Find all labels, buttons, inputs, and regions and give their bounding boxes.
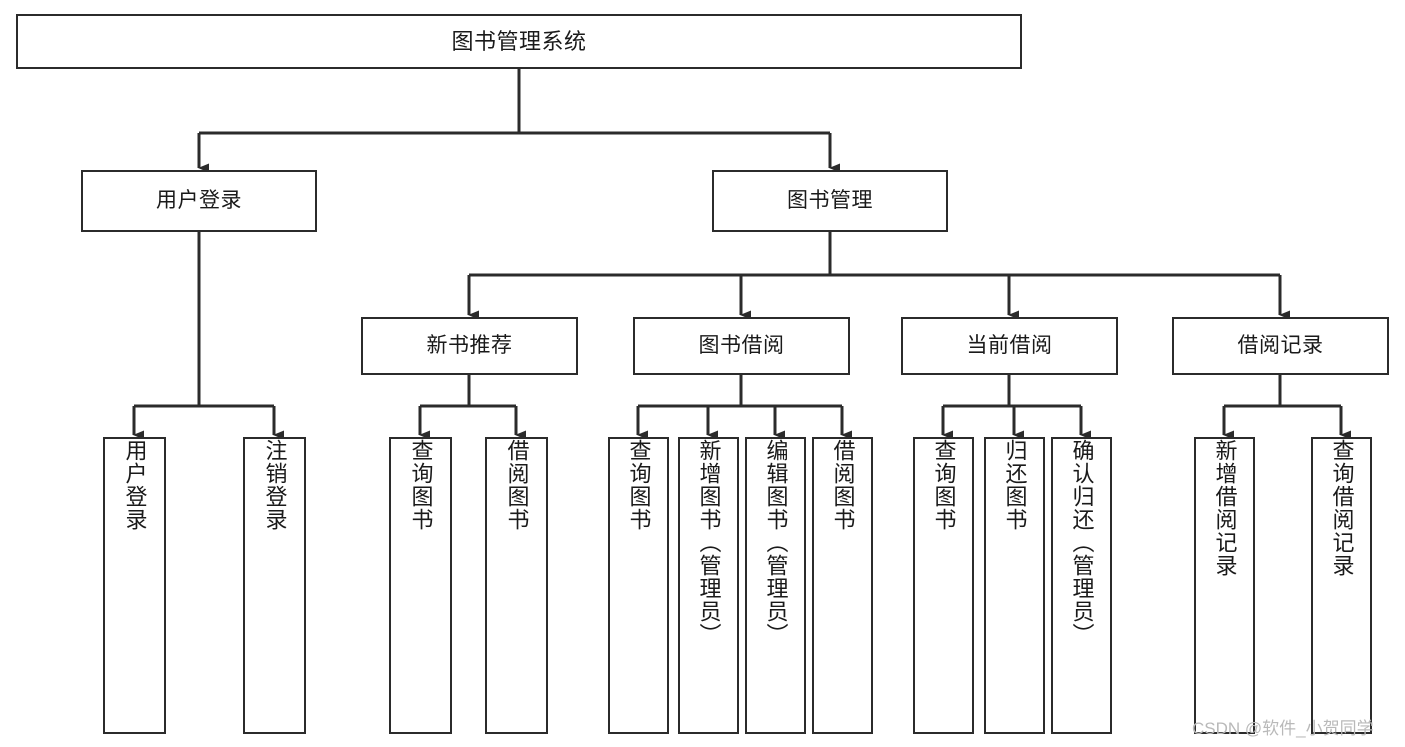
node-label: 图书管理	[787, 188, 873, 212]
node-leaf-add-book-admin[interactable]: 新增图书（管理员）	[678, 437, 739, 734]
node-leaf-add-borrow-record[interactable]: 新增借阅记录	[1194, 437, 1255, 734]
node-current-borrow[interactable]: 当前借阅	[901, 317, 1118, 375]
node-book-borrow[interactable]: 图书借阅	[633, 317, 850, 375]
node-book-management[interactable]: 图书管理	[712, 170, 948, 232]
node-leaf-query-book-borrow[interactable]: 查询图书	[608, 437, 669, 734]
node-label: 查询图书	[408, 439, 434, 531]
node-new-book-recommend[interactable]: 新书推荐	[361, 317, 578, 375]
node-label: 新书推荐	[426, 333, 513, 357]
node-leaf-return-book[interactable]: 归还图书	[984, 437, 1045, 734]
node-leaf-user-logout[interactable]: 注销登录	[243, 437, 306, 734]
node-label: 注销登录	[262, 439, 288, 531]
node-leaf-confirm-return-admin[interactable]: 确认归还（管理员）	[1051, 437, 1112, 734]
csdn-watermark: CSDN @软件_小贺同学	[1192, 719, 1374, 738]
node-borrow-record[interactable]: 借阅记录	[1172, 317, 1389, 375]
node-label: 图书借阅	[698, 333, 785, 357]
node-leaf-user-login[interactable]: 用户登录	[103, 437, 166, 734]
node-leaf-query-borrow-record[interactable]: 查询借阅记录	[1311, 437, 1372, 734]
node-label: 确认归还（管理员）	[1069, 439, 1095, 646]
node-root[interactable]: 图书管理系统	[16, 14, 1022, 69]
node-leaf-query-book-current[interactable]: 查询图书	[913, 437, 974, 734]
node-label: 新增借阅记录	[1212, 439, 1238, 577]
node-label: 借阅图书	[830, 439, 856, 531]
node-label: 归还图书	[1002, 439, 1028, 531]
node-user-login[interactable]: 用户登录	[81, 170, 317, 232]
node-leaf-borrow-book-recommend[interactable]: 借阅图书	[485, 437, 548, 734]
node-label: 图书管理系统	[451, 28, 587, 54]
node-label: 查询图书	[931, 439, 957, 531]
node-label: 查询图书	[626, 439, 652, 531]
node-leaf-query-book-recommend[interactable]: 查询图书	[389, 437, 452, 734]
node-label: 当前借阅	[966, 333, 1053, 357]
node-leaf-borrow-book[interactable]: 借阅图书	[812, 437, 873, 734]
node-label: 借阅图书	[504, 439, 530, 531]
node-leaf-edit-book-admin[interactable]: 编辑图书（管理员）	[745, 437, 806, 734]
node-label: 借阅记录	[1237, 333, 1324, 357]
node-label: 新增图书（管理员）	[696, 439, 722, 646]
node-label: 编辑图书（管理员）	[763, 439, 789, 646]
node-label: 用户登录	[122, 439, 148, 531]
node-label: 用户登录	[156, 188, 242, 212]
node-label: 查询借阅记录	[1329, 439, 1355, 577]
